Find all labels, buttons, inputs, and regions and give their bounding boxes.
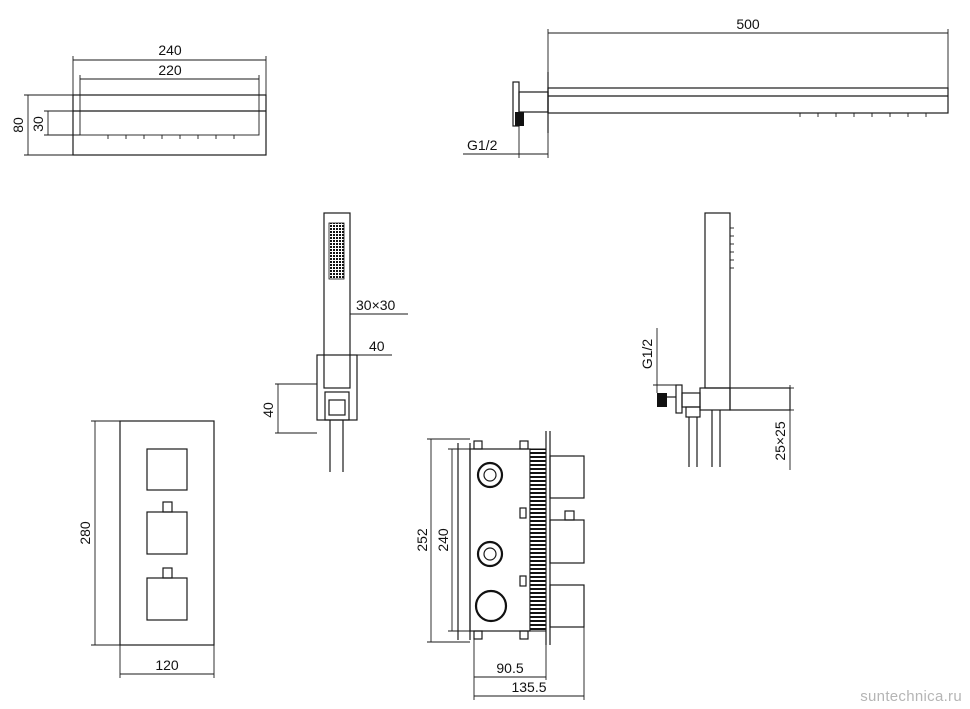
rain-head-height-outer-label: 80 xyxy=(10,117,26,133)
wall-outlet-thread-label: G1/2 xyxy=(639,339,655,370)
rain-head-front-view: 240 220 80 30 xyxy=(10,42,267,156)
watermark: suntechnica.ru xyxy=(860,688,962,705)
wall-outlet-section-label: 25×25 xyxy=(772,421,788,461)
rain-head-height-inner-label: 30 xyxy=(30,116,46,132)
rain-head-width-outer-label: 240 xyxy=(158,42,182,58)
faceplate-height-label: 280 xyxy=(77,521,93,545)
rain-head-width-inner-label: 220 xyxy=(158,62,182,78)
hand-shower-front-view: 30×30 40 40 xyxy=(260,212,408,472)
holder-height-label: 40 xyxy=(260,402,276,418)
valve-depth-outer-label: 135.5 xyxy=(511,679,546,695)
knob-top xyxy=(146,448,188,491)
side-nozzles xyxy=(730,227,734,269)
valve-depth-inner-label: 90.5 xyxy=(496,660,523,676)
valve-height-inner-label: 240 xyxy=(435,528,451,552)
hand-shower-section-label: 30×30 xyxy=(356,297,396,313)
valve-ribbed-section xyxy=(529,448,547,632)
shower-arm-thread-label: G1/2 xyxy=(467,137,498,153)
knob-bottom xyxy=(146,577,188,621)
shower-arm-nozzles xyxy=(799,113,927,117)
holder-width-label: 40 xyxy=(369,338,385,354)
valve-height-outer-label: 252 xyxy=(414,528,430,552)
shower-arm-side-view: 500 G1/2 xyxy=(463,16,949,158)
shower-arm-length-label: 500 xyxy=(736,16,760,32)
hand-shower-spray-face xyxy=(328,222,345,280)
knob-middle xyxy=(146,511,188,555)
rain-head-nozzles xyxy=(107,135,235,139)
hand-shower-side-view: G1/2 25×25 xyxy=(639,212,794,470)
valve-body-side-view: 252 240 90.5 135.5 xyxy=(414,431,585,700)
faceplate-width-label: 120 xyxy=(155,657,179,673)
faceplate-front-view: 280 120 xyxy=(77,420,215,678)
